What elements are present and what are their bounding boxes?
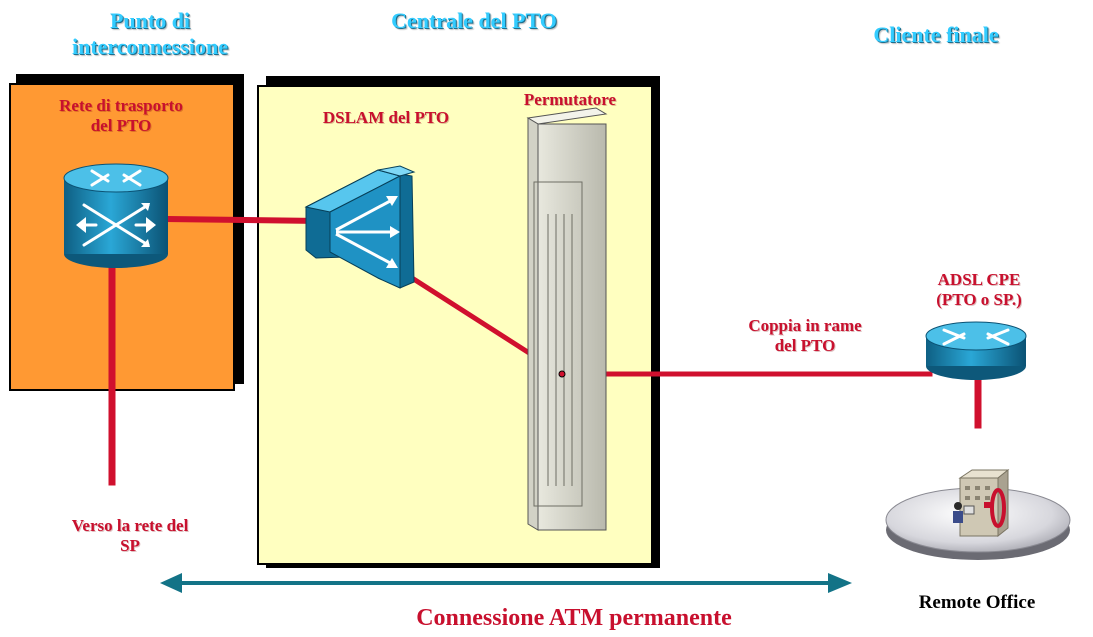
dslam-icon — [304, 165, 416, 289]
patch-panel-icon — [526, 107, 608, 531]
label-remote-office: Remote Office — [918, 592, 1036, 613]
header-interconnect: Punto di interconnessione — [50, 8, 250, 61]
header-interconnect-line1: Punto di — [109, 8, 191, 33]
label-permutatore: Permutatore — [523, 90, 617, 109]
label-transport-line2: del PTO — [90, 116, 152, 136]
adsl-router-icon — [925, 321, 1027, 380]
label-atm: Connessione ATM permanente — [416, 605, 732, 631]
header-client: Cliente finale — [873, 22, 999, 47]
label-copper-line1: Coppia in rame — [748, 316, 862, 335]
atm-connection-arrow — [160, 573, 852, 593]
label-sp: Verso la rete del SP — [30, 516, 230, 557]
label-transport-line1: Rete di trasporto — [59, 96, 183, 115]
header-interconnect-line2: interconnessione — [71, 34, 229, 60]
label-sp-line1: Verso la rete del — [71, 516, 189, 535]
label-cpe-line1: ADSL CPE — [937, 270, 1021, 289]
label-copper-line2: del PTO — [774, 336, 836, 356]
label-cpe: ADSL CPE (PTO o SP.) — [904, 270, 1054, 311]
label-dslam: DSLAM del PTO — [322, 108, 450, 127]
atm-switch-icon — [63, 163, 169, 268]
remote-office-icon — [885, 468, 1071, 560]
label-copper: Coppia in rame del PTO — [730, 316, 880, 357]
label-sp-line2: SP — [120, 536, 140, 556]
header-central: Centrale del PTO — [391, 8, 557, 33]
label-transport: Rete di trasporto del PTO — [16, 96, 226, 137]
label-cpe-line2: (PTO o SP.) — [936, 290, 1022, 310]
